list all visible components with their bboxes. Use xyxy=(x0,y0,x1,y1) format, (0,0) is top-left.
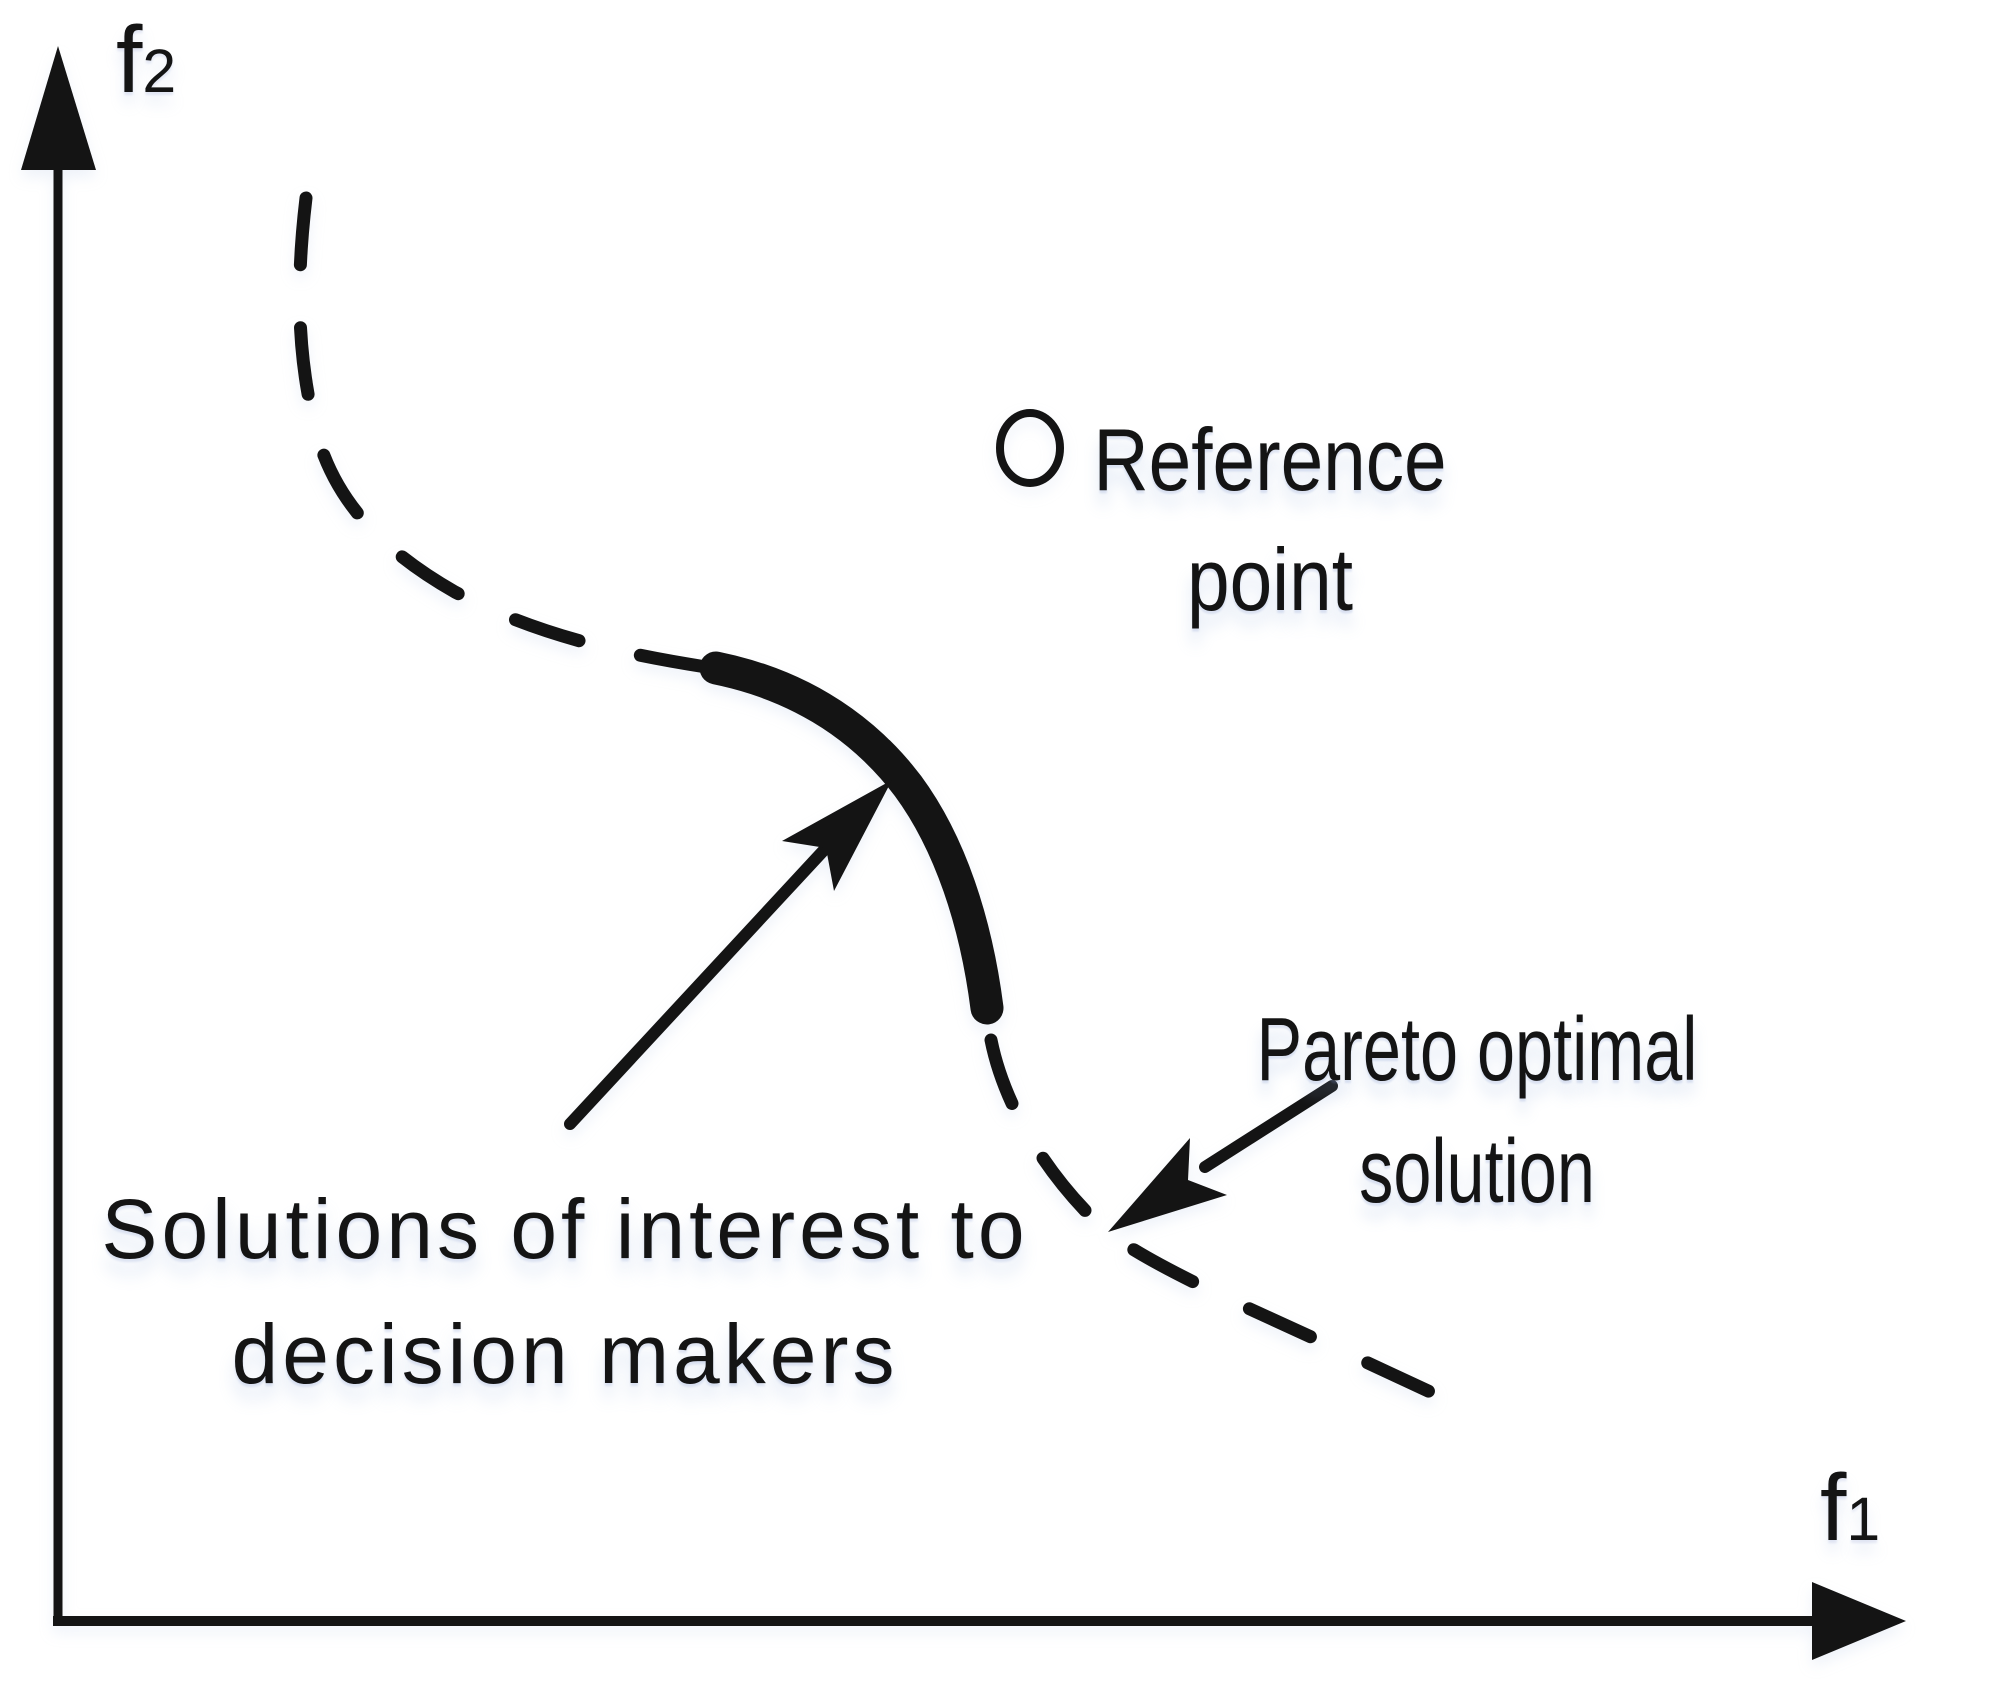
x-axis-label-letter: f xyxy=(1820,1455,1847,1561)
pareto-label-line1: Pareto optimal xyxy=(1256,1000,1698,1100)
x-axis-arrowhead-icon xyxy=(1812,1582,1906,1660)
solutions-label-line2: decision makers xyxy=(231,1307,899,1401)
y-axis-label: f2 xyxy=(116,13,176,108)
pareto-optimal-solution-label: Pareto optimal solution xyxy=(1256,989,1697,1233)
solutions-label-line1: Solutions of interest to xyxy=(101,1182,1029,1276)
reference-point-marker xyxy=(996,409,1064,487)
reference-point-label: Reference point xyxy=(1093,400,1446,640)
x-axis-label: f1 xyxy=(1820,1461,1880,1556)
x-axis-label-subscript: 1 xyxy=(1846,1485,1881,1553)
pareto-label-line2: solution xyxy=(1359,1122,1595,1222)
pareto-front-dashed-upper xyxy=(293,191,713,674)
solutions-of-interest-label: Solutions of interest to decision makers xyxy=(101,1167,1028,1417)
pareto-arrow-shaft xyxy=(1199,1080,1338,1173)
solutions-arrowhead-icon xyxy=(782,780,892,891)
solutions-of-interest-segment xyxy=(699,651,1004,1025)
y-axis-label-subscript: 2 xyxy=(142,37,177,105)
pareto-arrowhead-icon xyxy=(1108,1138,1227,1232)
y-axis-label-letter: f xyxy=(116,7,143,113)
y-axis-arrowhead-icon xyxy=(21,46,96,170)
solutions-arrow-shaft xyxy=(564,816,856,1130)
reference-point-label-line1: Reference xyxy=(1093,410,1447,509)
reference-point-label-line2: point xyxy=(1186,530,1354,629)
